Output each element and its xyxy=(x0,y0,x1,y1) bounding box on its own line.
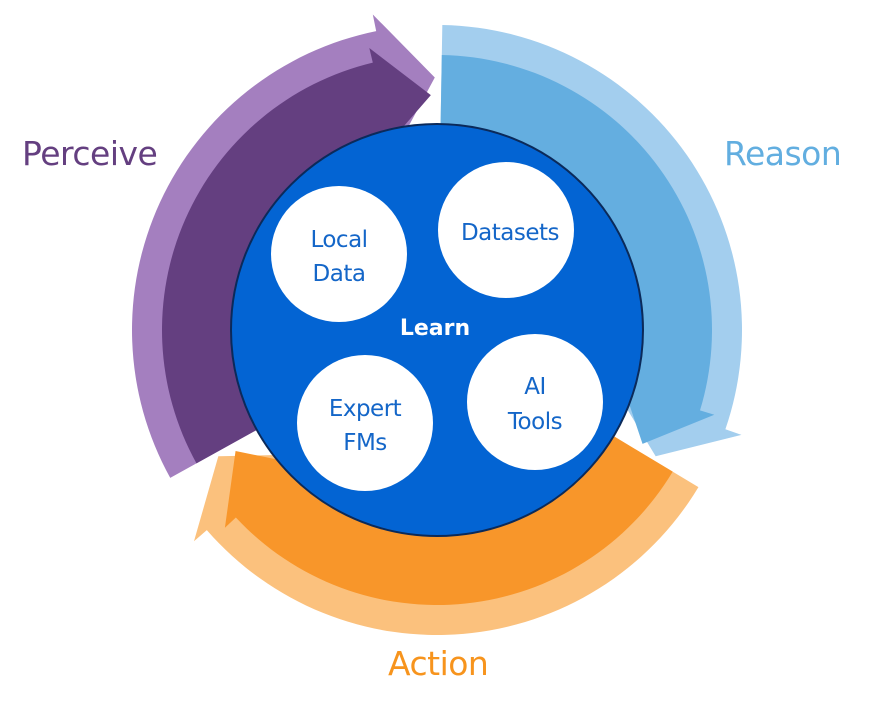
stage-label-reason: Reason xyxy=(724,134,842,173)
arrow-action-inner xyxy=(224,430,673,605)
bubble-expert-fms-line1: Expert xyxy=(329,396,402,422)
bubble-datasets-line1: Datasets xyxy=(461,220,559,246)
bubble-datasets: Datasets xyxy=(438,162,574,298)
bubble-local-data: Local Data xyxy=(271,186,407,322)
bubble-ai-tools-line2: Tools xyxy=(507,409,562,435)
bubble-expert-fms: Expert FMs xyxy=(297,355,433,491)
learn-label: Learn xyxy=(400,316,470,341)
bubble-expert-fms-line2: FMs xyxy=(343,430,387,456)
stage-label-action: Action xyxy=(388,644,489,683)
stage-label-perceive: Perceive xyxy=(22,134,158,173)
bubble-ai-tools: AI Tools xyxy=(467,334,603,470)
bubble-ai-tools-line1: AI xyxy=(524,374,546,400)
bubble-local-data-line1: Local xyxy=(310,227,367,253)
bubble-local-data-line2: Data xyxy=(313,261,366,287)
arrow-reason-inner xyxy=(440,55,715,444)
stage-arrows xyxy=(132,14,742,635)
arrow-perceive-inner xyxy=(161,48,431,464)
